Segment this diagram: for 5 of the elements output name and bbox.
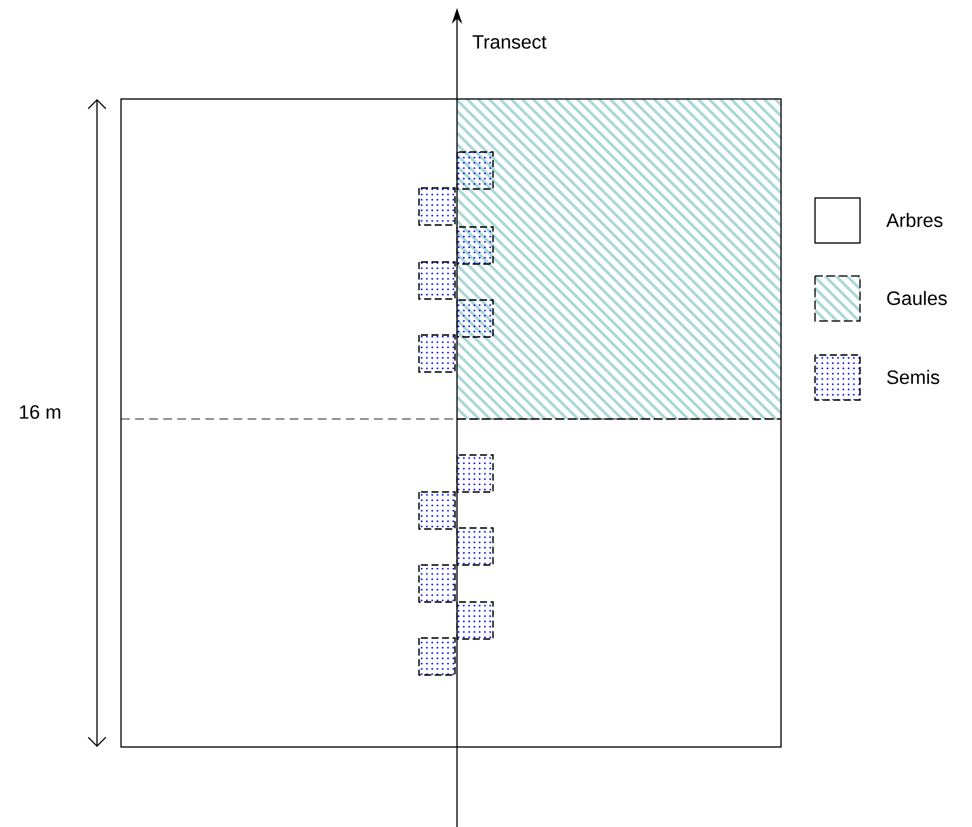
axis-label: Transect xyxy=(472,35,547,49)
legend-label: Gaules xyxy=(887,290,947,306)
legend-label: Semis xyxy=(887,370,940,384)
dimension-label: 16 m xyxy=(20,405,60,419)
legend-label: Arbres xyxy=(886,212,942,228)
